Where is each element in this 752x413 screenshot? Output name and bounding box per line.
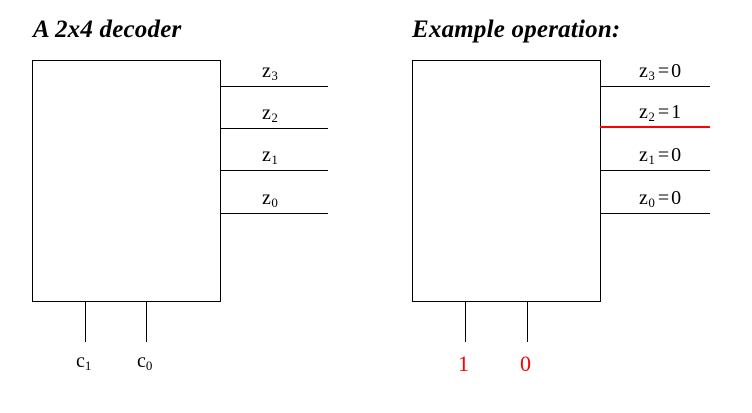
output-wire-z1-left — [220, 170, 328, 171]
output-label-z1-right-name: z — [639, 144, 648, 166]
output-label-z3-right-equals: = — [657, 60, 670, 82]
decoder-box-right — [412, 60, 601, 302]
output-label-z1-left: z1 — [262, 144, 278, 171]
output-label-z2-right-name: z — [639, 101, 648, 123]
left-figure-title: A 2x4 decoder — [33, 16, 182, 43]
output-label-z2-left-name: z — [262, 102, 271, 124]
output-wire-z3-right — [600, 86, 710, 87]
decoder-box-left — [32, 60, 221, 302]
output-value-z1-right: 0 — [671, 144, 682, 166]
output-label-z1-left-index: 1 — [271, 151, 278, 167]
output-label-z0-left-name: z — [262, 187, 271, 209]
output-label-z3-left: z3 — [262, 60, 278, 87]
output-wire-z0-right — [600, 213, 710, 214]
input-value-c1-right: 1 — [458, 351, 469, 376]
output-label-z1-left-name: z — [262, 144, 271, 166]
output-wire-z1-right — [600, 170, 710, 171]
output-label-z2-left-index: 2 — [271, 109, 278, 125]
input-wire-c1-left — [85, 301, 86, 342]
output-label-z1-right-equals: = — [657, 144, 670, 166]
output-label-z3-right-name: z — [639, 60, 648, 82]
output-value-z3-right: 0 — [671, 60, 682, 82]
output-label-z0-right-index: 0 — [648, 194, 655, 210]
output-label-z2-right: z2=1 — [639, 101, 681, 128]
input-label-c0-left: c0 — [137, 350, 152, 377]
input-label-c0-left-name: c — [137, 350, 146, 372]
output-wire-z3-left — [220, 86, 328, 87]
input-label-c1-left: c1 — [76, 350, 91, 377]
output-label-z2-right-index: 2 — [648, 108, 655, 124]
output-wire-z2-left — [220, 128, 328, 129]
output-wire-z2-right-active — [600, 126, 710, 128]
output-label-z0-right-name: z — [639, 187, 648, 209]
right-figure-title: Example operation: — [412, 16, 621, 43]
output-label-z3-left-name: z — [262, 60, 271, 82]
output-label-z3-right: z3=0 — [639, 60, 681, 87]
output-label-z2-left: z2 — [262, 102, 278, 129]
input-wire-c0-left — [146, 301, 147, 342]
input-label-c0-left-index: 0 — [145, 357, 153, 373]
input-wire-c1-right — [465, 301, 466, 342]
output-label-z1-right-index: 1 — [648, 151, 655, 167]
input-label-c1-left-name: c — [76, 350, 85, 372]
input-value-c0-right: 0 — [520, 351, 531, 376]
output-label-z2-right-equals: = — [657, 101, 670, 123]
input-label-c1-left-index: 1 — [84, 357, 92, 373]
output-label-z3-left-index: 3 — [271, 67, 278, 83]
output-label-z0-right-equals: = — [657, 187, 670, 209]
output-wire-z0-left — [220, 213, 328, 214]
input-wire-c0-right — [527, 301, 528, 342]
output-value-z0-right: 0 — [671, 187, 682, 209]
output-label-z3-right-index: 3 — [648, 67, 655, 83]
output-label-z1-right: z1=0 — [639, 144, 681, 171]
output-label-z0-left-index: 0 — [271, 194, 278, 210]
output-label-z0-left: z0 — [262, 187, 278, 214]
output-value-z2-right: 1 — [671, 101, 682, 123]
output-label-z0-right: z0=0 — [639, 187, 681, 214]
